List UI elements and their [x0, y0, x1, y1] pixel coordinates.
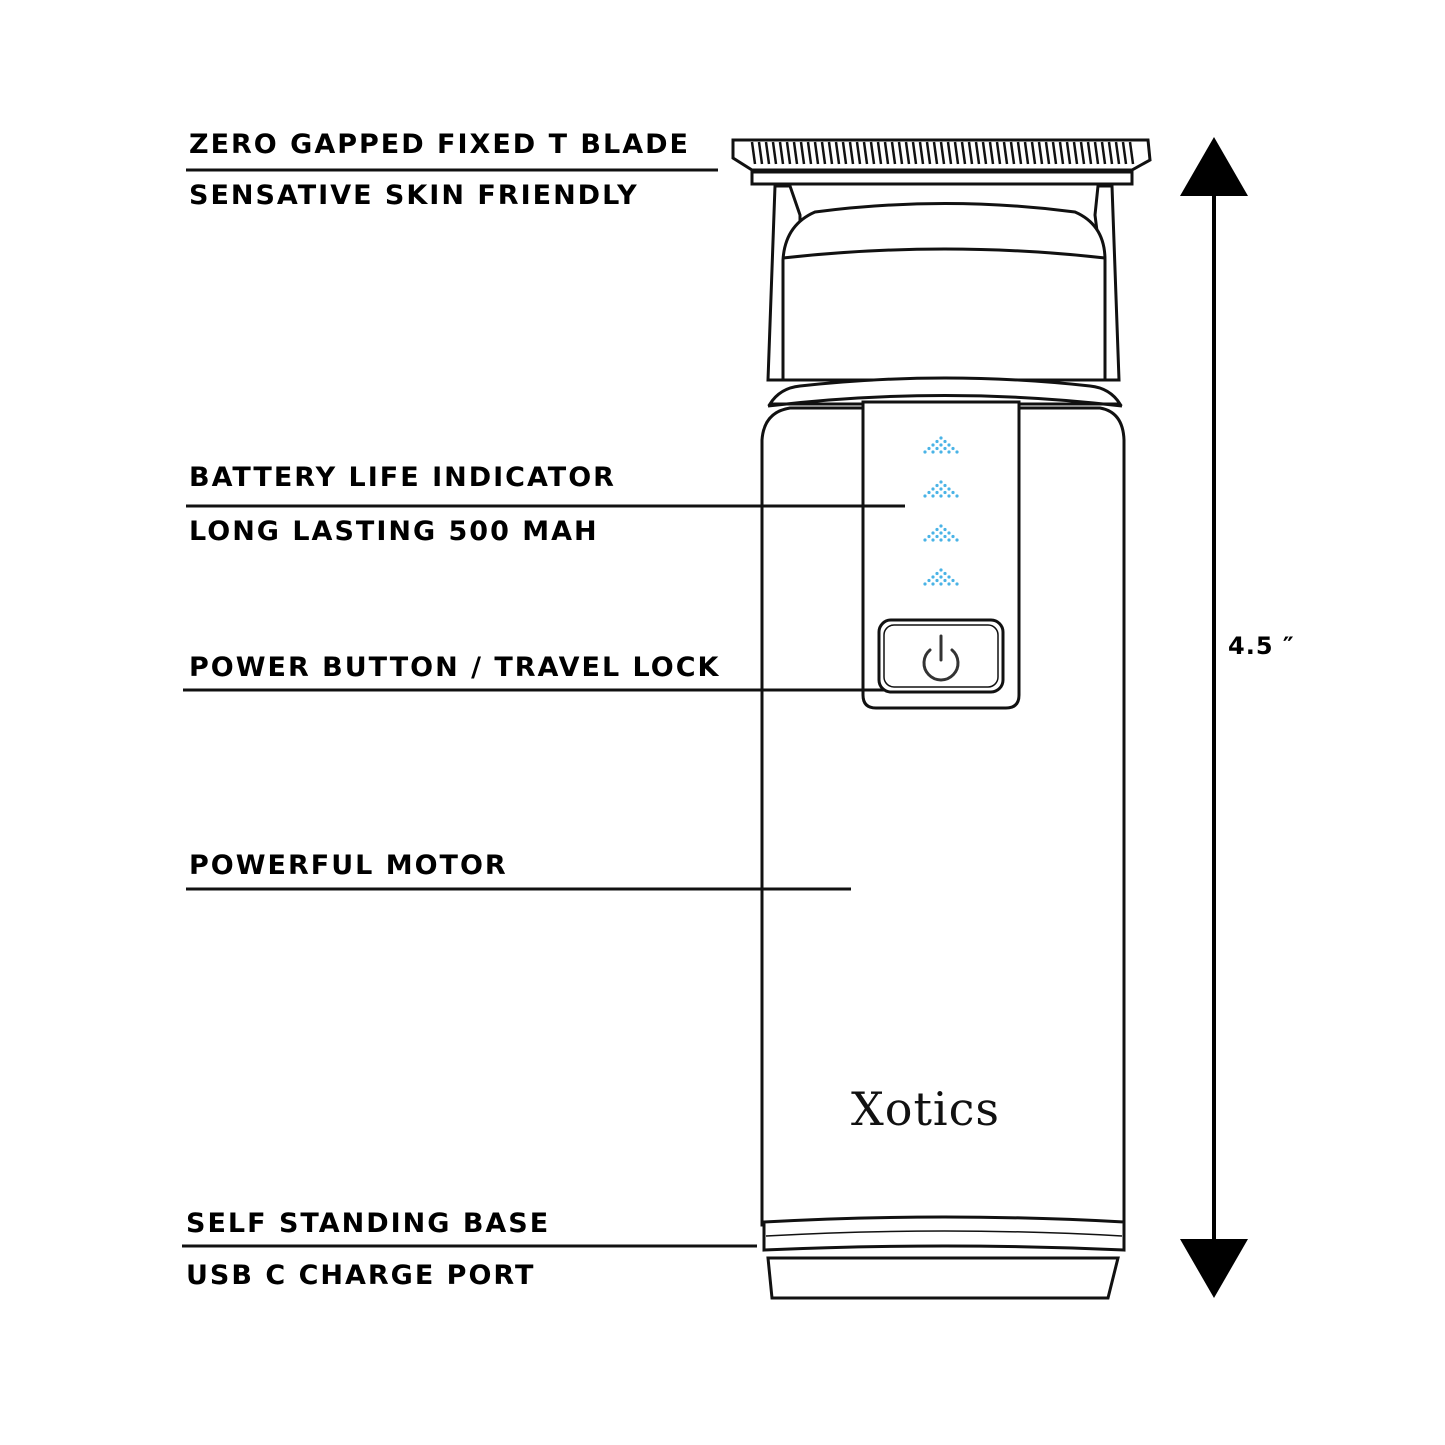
battery-subtitle: LONG LASTING 500 MAH [189, 516, 599, 547]
collar [767, 376, 1123, 408]
t-blade [731, 138, 1152, 186]
brand-logo: Xotics [851, 1082, 1001, 1136]
blade-subtitle: SENSATIVE SKIN FRIENDLY [189, 180, 639, 211]
self-standing-base [762, 1215, 1126, 1300]
power-title: POWER BUTTON / TRAVEL LOCK [189, 652, 721, 683]
callout-lines [182, 168, 905, 1248]
blade-title: ZERO GAPPED FIXED T BLADE [189, 129, 690, 160]
base-title: SELF STANDING BASE [186, 1208, 551, 1239]
arrow-down-icon [1180, 1239, 1248, 1298]
power-icon [922, 634, 960, 682]
battery-led-segment [923, 436, 959, 454]
height-label: 4.5 ″ [1228, 632, 1295, 660]
height-dimension [1180, 137, 1248, 1298]
trimmer-body [760, 406, 1126, 1227]
battery-indicator [923, 436, 959, 586]
trimmer-head [766, 184, 1121, 382]
battery-led-segment [923, 524, 959, 542]
battery-title: BATTERY LIFE INDICATOR [189, 462, 616, 493]
battery-led-segment [923, 568, 959, 586]
motor-title: POWERFUL MOTOR [189, 850, 508, 881]
battery-led-segment [923, 480, 959, 498]
power-button[interactable] [877, 618, 1005, 694]
arrow-up-icon [1180, 137, 1248, 196]
base-subtitle: USB C CHARGE PORT [186, 1260, 536, 1291]
